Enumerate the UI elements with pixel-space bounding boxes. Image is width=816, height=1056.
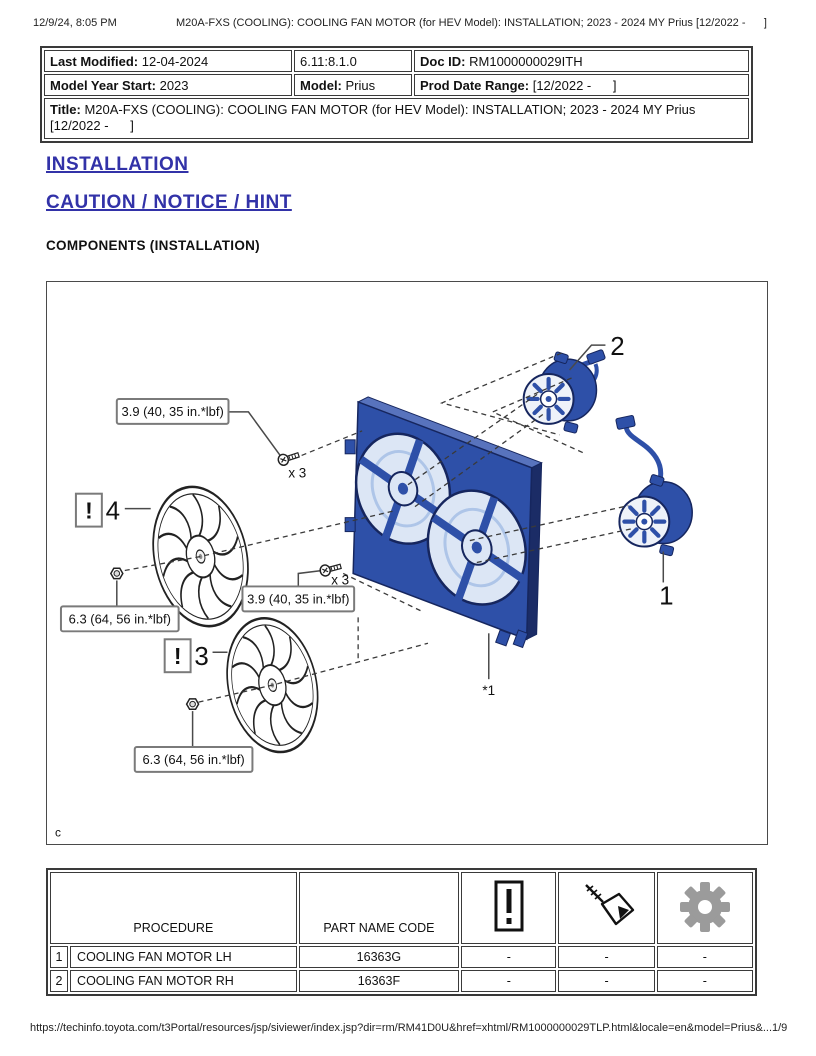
print-datetime: 12/9/24, 8:05 PM bbox=[33, 17, 117, 29]
procedure-header: PROCEDURE bbox=[50, 872, 297, 944]
grease-applicator-icon bbox=[584, 883, 634, 925]
print-page-number: 1/9 bbox=[772, 1022, 788, 1034]
callout-4: 4 bbox=[106, 498, 120, 526]
print-title: M20A-FXS (COOLING): COOLING FAN MOTOR (f… bbox=[176, 17, 767, 29]
warning-column-header bbox=[461, 872, 557, 944]
fan-shroud bbox=[344, 396, 543, 649]
torque-callouts: 3.9 (40, 35 in.*lbf) 3.9 (40, 35 in.*lbf… bbox=[59, 397, 356, 773]
components-exploded-diagram: 3.9 (40, 35 in.*lbf) 3.9 (40, 35 in.*lbf… bbox=[46, 281, 768, 845]
table-row: 1 COOLING FAN MOTOR LH 16363G - - - bbox=[50, 946, 753, 968]
quantity-label: x 3 bbox=[288, 466, 306, 481]
model-year-cell: Model Year Start: 2023 bbox=[44, 74, 292, 96]
model-year-value: 2023 bbox=[159, 77, 189, 93]
last-modified-cell: Last Modified: 12-04-2024 bbox=[44, 50, 292, 72]
components-installation-heading: COMPONENTS (INSTALLATION) bbox=[46, 238, 260, 253]
fan-assembly-illustration: 3.9 (40, 35 in.*lbf) 3.9 (40, 35 in.*lbf… bbox=[55, 333, 767, 840]
exclamation-icon: ! bbox=[174, 643, 182, 669]
model-label: Model: bbox=[300, 77, 342, 93]
warning-value: - bbox=[461, 970, 557, 992]
prod-date-cell: Prod Date Range: [12/2022 - ] bbox=[414, 74, 749, 96]
attention-markers: ! ! bbox=[74, 492, 192, 674]
cooling-fan-motor-rh-part2 bbox=[524, 349, 606, 433]
table-row: 2 COOLING FAN MOTOR RH 16363F - - - bbox=[50, 970, 753, 992]
doc-id-value: RM1000000029ITH bbox=[469, 53, 583, 69]
assembly-dashed-lines bbox=[124, 352, 633, 703]
torque-label: 3.9 (40, 35 in.*lbf) bbox=[122, 404, 224, 419]
caution-notice-hint-link[interactable]: CAUTION / NOTICE / HINT bbox=[46, 192, 292, 213]
version-cell: 6.11:8.1.0 bbox=[294, 50, 412, 72]
title-value: M20A-FXS (COOLING): COOLING FAN MOTOR (f… bbox=[50, 102, 699, 134]
version-value: 6.11:8.1.0 bbox=[300, 53, 357, 69]
model-value: Prius bbox=[345, 77, 376, 93]
model-cell: Model: Prius bbox=[294, 74, 412, 96]
warning-value: - bbox=[461, 946, 557, 968]
exclamation-icon: ! bbox=[85, 498, 93, 524]
leader-lines bbox=[116, 344, 665, 747]
shroud-left-opening bbox=[354, 432, 452, 545]
row-number: 1 bbox=[50, 946, 69, 968]
table-row: Title: M20A-FXS (COOLING): COOLING FAN M… bbox=[44, 98, 749, 139]
grease-column-header bbox=[558, 872, 655, 944]
print-footer-url: https://techinfo.toyota.com/t3Portal/res… bbox=[30, 1022, 773, 1034]
shroud-right-opening bbox=[426, 489, 527, 606]
footnote-ref: *1 bbox=[482, 683, 495, 698]
callout-3: 3 bbox=[194, 643, 208, 671]
nut-icon bbox=[185, 698, 200, 711]
document-meta-table: Last Modified: 12-04-2024 6.11:8.1.0 Doc… bbox=[40, 46, 753, 143]
callout-2: 2 bbox=[610, 333, 624, 361]
doc-id-label: Doc ID: bbox=[420, 53, 466, 69]
callout-1: 1 bbox=[659, 582, 673, 610]
part-name-code: 16363F bbox=[298, 970, 460, 992]
corner-mark: c bbox=[55, 826, 61, 840]
doc-id-cell: Doc ID: RM1000000029ITH bbox=[414, 50, 749, 72]
gear-value: - bbox=[656, 946, 753, 968]
prod-date-value: [12/2022 - ] bbox=[532, 77, 617, 93]
part-name-code: 16363G bbox=[298, 946, 460, 968]
table-row: Last Modified: 12-04-2024 6.11:8.1.0 Doc… bbox=[44, 50, 749, 72]
procedure-name: COOLING FAN MOTOR LH bbox=[70, 946, 297, 968]
grease-value: - bbox=[558, 970, 655, 992]
part-name-code-header: PART NAME CODE bbox=[298, 872, 460, 944]
gear-icon bbox=[679, 881, 730, 932]
cooling-fan-motor-lh-part1 bbox=[615, 415, 693, 556]
torque-label: 6.3 (64, 56 in.*lbf) bbox=[142, 752, 244, 767]
gear-column-header bbox=[656, 872, 753, 944]
installation-link[interactable]: INSTALLATION bbox=[46, 154, 189, 175]
torque-label: 6.3 (64, 56 in.*lbf) bbox=[69, 611, 171, 626]
last-modified-label: Last Modified: bbox=[50, 53, 139, 69]
last-modified-value: 12-04-2024 bbox=[141, 53, 209, 69]
gear-value: - bbox=[656, 970, 753, 992]
warning-icon bbox=[494, 880, 524, 931]
nut-icon bbox=[110, 567, 124, 580]
prod-date-label: Prod Date Range: bbox=[420, 77, 530, 93]
title-label: Title: bbox=[50, 102, 81, 117]
grease-value: - bbox=[558, 946, 655, 968]
row-number: 2 bbox=[50, 970, 69, 992]
table-row: Model Year Start: 2023 Model: Prius Prod… bbox=[44, 74, 749, 96]
parts-procedure-table: PROCEDURE PART NAME CODE bbox=[46, 868, 757, 996]
title-cell: Title: M20A-FXS (COOLING): COOLING FAN M… bbox=[44, 98, 749, 139]
quantity-label: x 3 bbox=[331, 572, 349, 587]
procedure-name: COOLING FAN MOTOR RH bbox=[70, 970, 297, 992]
torque-label: 3.9 (40, 35 in.*lbf) bbox=[247, 591, 349, 606]
table-header-row: PROCEDURE PART NAME CODE bbox=[50, 872, 753, 944]
screw-icon bbox=[276, 448, 301, 468]
model-year-label: Model Year Start: bbox=[50, 77, 156, 93]
